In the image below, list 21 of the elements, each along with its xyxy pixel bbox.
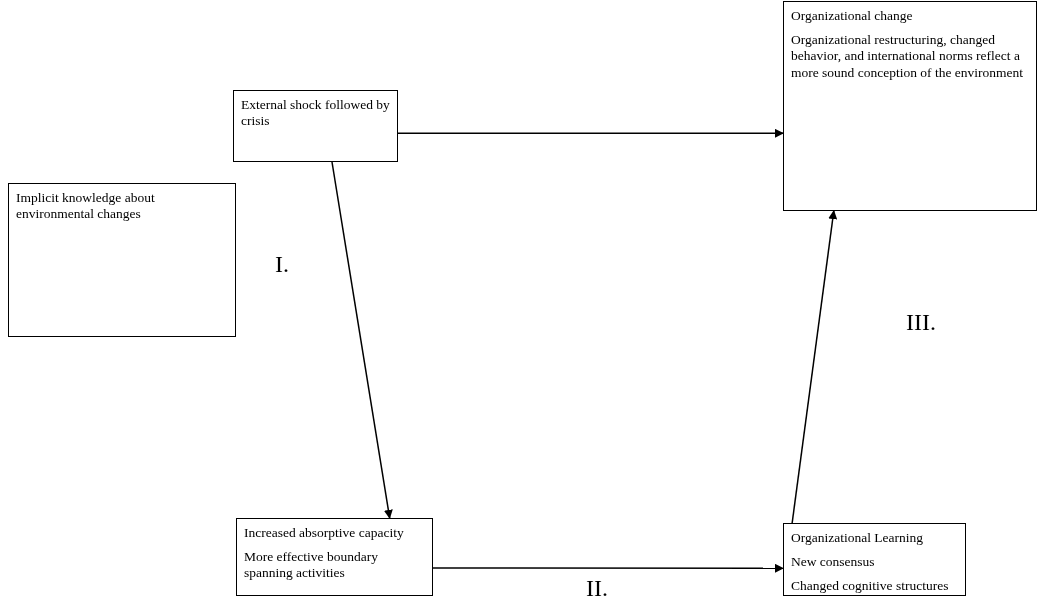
box-heading: Increased absorptive capacity: [244, 525, 405, 542]
box-text: External shock followed by crisis: [241, 97, 390, 130]
text-box: [783, 523, 966, 596]
arrow: [397, 128, 784, 138]
arrow: [791, 210, 838, 524]
box-heading: Organizational Learning: [791, 530, 925, 547]
text-box: [236, 518, 433, 596]
box-text: New consensus: [791, 554, 876, 571]
box-text: Changed cognitive structures: [791, 578, 950, 595]
box-text: Organizational restructuring, changed behavior, and international norms reflect a more sound conception of the environment: [791, 32, 1025, 81]
stage-label: II.: [586, 576, 608, 597]
text-box: [8, 183, 236, 337]
box-text: Implicit knowledge about environmental changes: [16, 190, 156, 223]
stage-label: III.: [906, 310, 936, 334]
text-box: [783, 1, 1037, 211]
stage-label: I.: [275, 252, 289, 276]
box-text: More effective boundary spanning activities: [244, 549, 379, 582]
arrow: [331, 161, 393, 519]
text-box: [233, 90, 398, 162]
arrow: [432, 563, 784, 573]
box-heading: Organizational change: [791, 8, 914, 25]
